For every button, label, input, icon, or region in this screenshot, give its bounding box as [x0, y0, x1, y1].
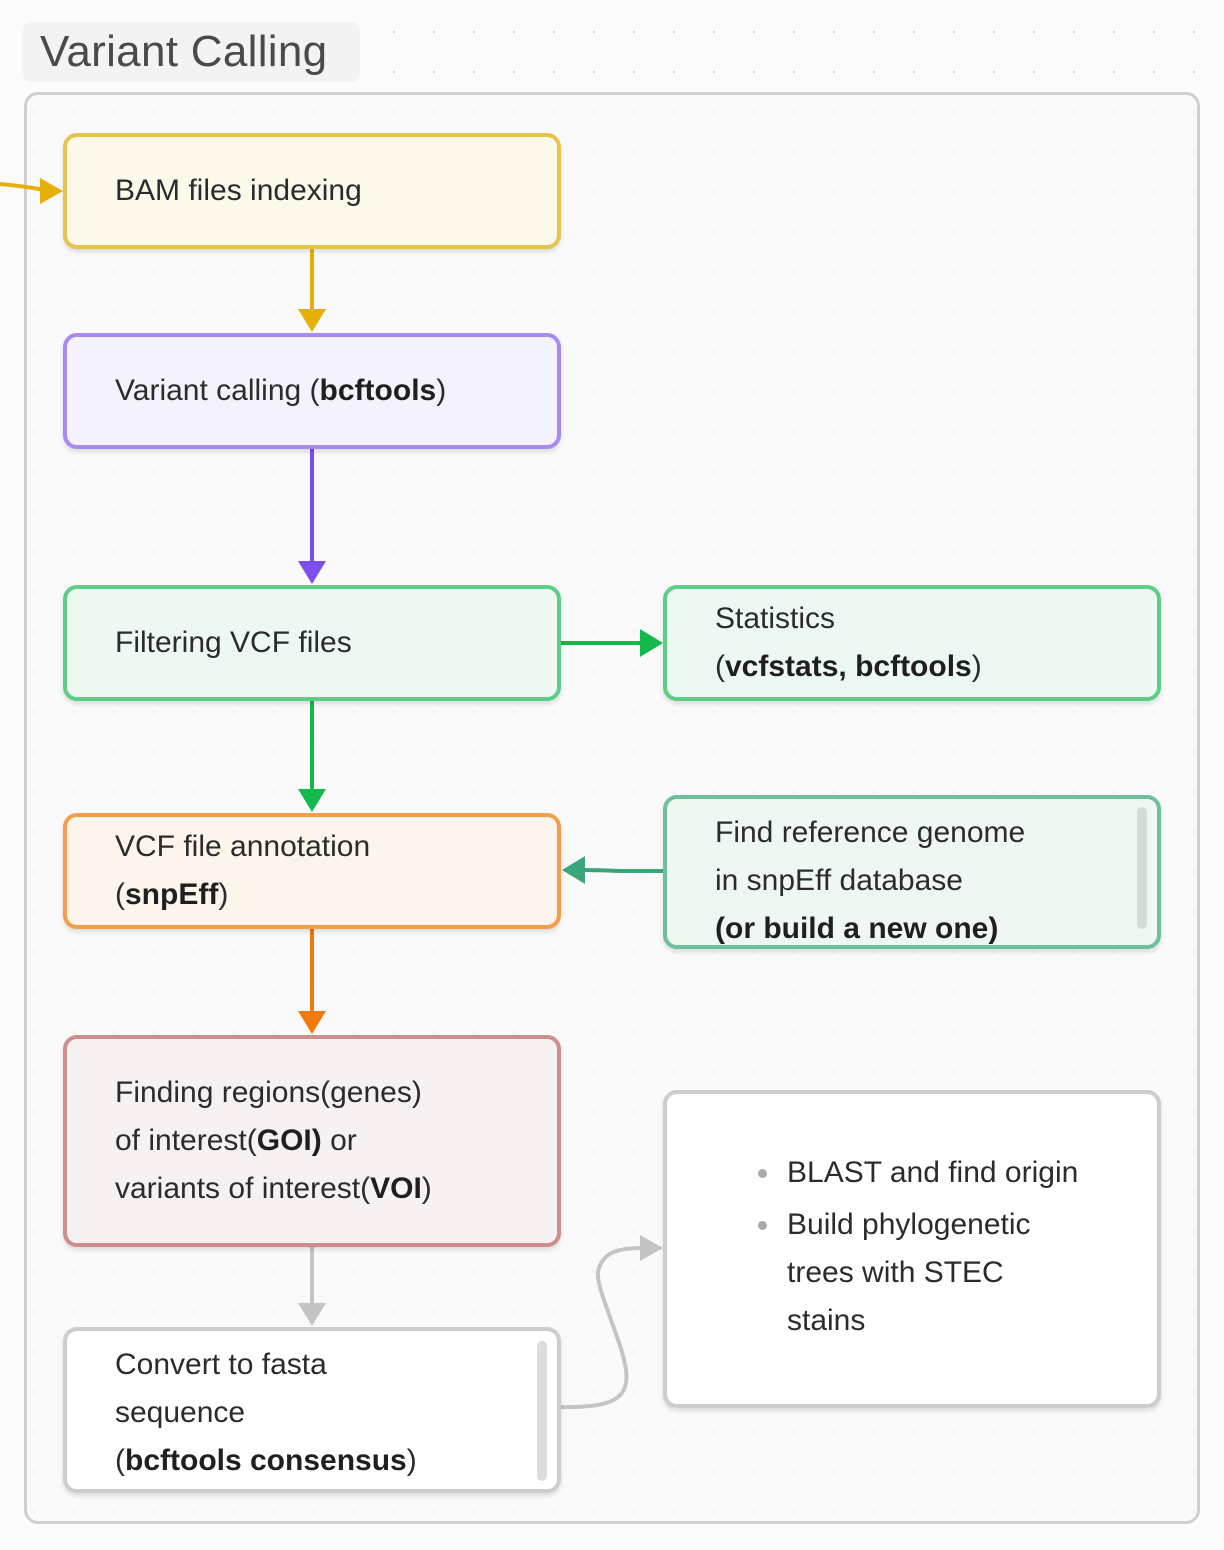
- node-blast-phylogeny[interactable]: BLAST and find origin Build phylogenetic…: [663, 1090, 1161, 1408]
- node-filtering-label: Filtering VCF files: [115, 626, 352, 659]
- abbreviation: GOI): [256, 1124, 322, 1157]
- node-stats-line2: (vcfstats, bcftools): [715, 643, 1157, 691]
- node-ref-line3: (or build a new one): [715, 905, 1157, 945]
- node-annotation-line2: (snpEff): [115, 871, 557, 919]
- tool-name: bcftools consensus: [125, 1444, 407, 1477]
- text: (: [115, 1444, 125, 1477]
- node-fasta-line3: (bcftools consensus): [115, 1437, 557, 1485]
- text: Variant calling (: [115, 374, 320, 407]
- text: (: [115, 878, 125, 911]
- node-annotation-line1: VCF file annotation: [115, 830, 371, 863]
- node-find-reference-genome[interactable]: Find reference genome in snpEff database…: [663, 795, 1161, 949]
- text: of interest(: [115, 1124, 257, 1157]
- text: ): [218, 878, 229, 911]
- node-finding-regions-of-interest[interactable]: Finding regions(genes) of interest(GOI) …: [63, 1035, 561, 1247]
- text: ): [971, 650, 982, 683]
- tool-name: vcfstats, bcftools: [725, 650, 972, 683]
- node-stats-line1: Statistics: [715, 602, 836, 635]
- node-vc-label: Variant calling (bcftools): [115, 367, 557, 415]
- node-ref-scrollbar[interactable]: [1137, 807, 1147, 929]
- tool-name: (or build a new one): [715, 912, 999, 945]
- node-goi-line1: Finding regions(genes): [115, 1076, 422, 1109]
- node-vcf-annotation[interactable]: VCF file annotation (snpEff): [63, 813, 561, 929]
- text: ): [436, 374, 447, 407]
- node-ref-line1: Find reference genome: [715, 816, 1026, 849]
- node-filtering-vcf[interactable]: Filtering VCF files: [63, 585, 561, 701]
- node-variant-calling[interactable]: Variant calling (bcftools): [63, 333, 561, 449]
- node-statistics[interactable]: Statistics (vcfstats, bcftools): [663, 585, 1161, 701]
- node-goi-line3: variants of interest(VOI): [115, 1165, 557, 1213]
- node-bam-indexing[interactable]: BAM files indexing: [63, 133, 561, 249]
- node-fasta-scrollbar[interactable]: [537, 1341, 547, 1481]
- text: (: [715, 650, 725, 683]
- text: ): [406, 1444, 417, 1477]
- group-title: Variant Calling: [22, 22, 360, 82]
- node-goi-line2: of interest(GOI) or: [115, 1117, 557, 1165]
- node-fasta-line2: sequence: [115, 1396, 246, 1429]
- tool-name: snpEff: [125, 878, 219, 911]
- node-bam-label: BAM files indexing: [115, 174, 362, 207]
- bullet-item: Build phylogenetic trees with STEC stain…: [758, 1201, 1087, 1345]
- abbreviation: VOI: [370, 1172, 422, 1205]
- bullet-list: BLAST and find origin Build phylogenetic…: [667, 1149, 1157, 1349]
- text: variants of interest(: [115, 1172, 371, 1205]
- node-fasta-line1: Convert to fasta: [115, 1348, 327, 1381]
- text: ): [421, 1172, 432, 1205]
- tool-name: bcftools: [319, 374, 437, 407]
- node-ref-line2: in snpEff database: [715, 864, 963, 897]
- bullet-item: BLAST and find origin: [758, 1149, 1087, 1197]
- text: or: [321, 1124, 357, 1157]
- node-convert-to-fasta[interactable]: Convert to fasta sequence (bcftools cons…: [63, 1327, 561, 1493]
